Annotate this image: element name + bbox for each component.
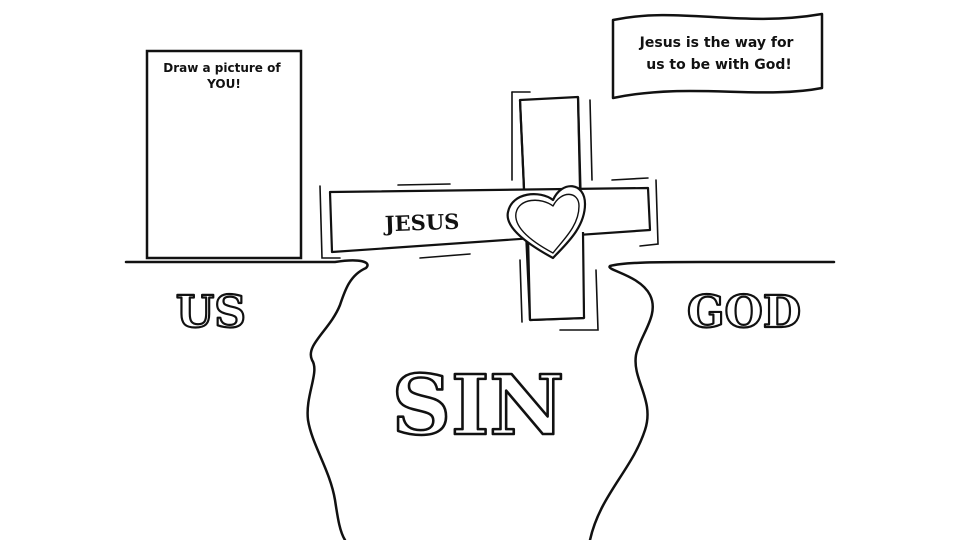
cross-horizontal-beam	[328, 186, 652, 254]
banner-line-2: us to be with God!	[646, 57, 792, 73]
sin-label: SIN	[392, 358, 565, 454]
banner-line-1: Jesus is the way for	[639, 35, 794, 51]
frame-prompt: Draw a picture of YOU!	[163, 61, 285, 91]
god-label: GOD	[687, 287, 801, 338]
picture-frame[interactable]	[145, 49, 303, 260]
right-cliff	[588, 260, 836, 540]
banner	[611, 12, 824, 100]
left-cliff	[124, 259, 369, 540]
banner-text: Jesus is the way for us to be with God!	[639, 35, 799, 73]
cross: JESUS	[319, 91, 659, 331]
heart-icon	[506, 185, 587, 260]
us-label: US	[176, 287, 246, 338]
frame-prompt-line-1: Draw a picture of	[163, 61, 281, 75]
cross-sketch-lines	[319, 91, 659, 331]
cross-label: JESUS	[382, 209, 459, 237]
frame-prompt-line-2: YOU!	[206, 77, 241, 91]
